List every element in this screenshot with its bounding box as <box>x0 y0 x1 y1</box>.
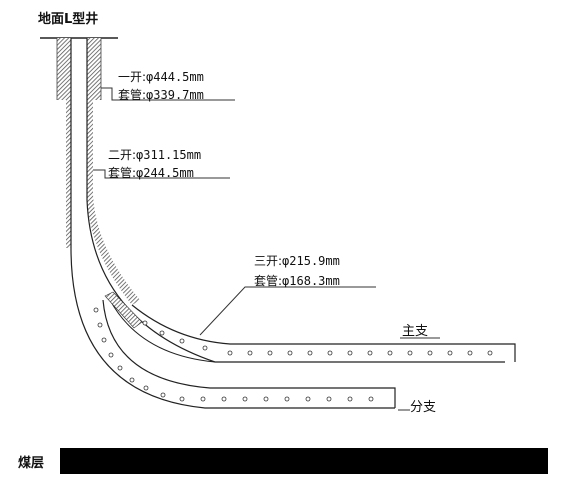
leader-stage-1 <box>101 87 235 101</box>
coal-seam-bar <box>60 448 548 474</box>
sidetrack-window <box>104 291 143 329</box>
diagram-title: 地面L型井 <box>38 12 99 27</box>
stage-3-drill: 三开:φ215.9mm <box>254 254 340 268</box>
wellbore-outer-wall <box>70 38 395 409</box>
stage-1-casing: 套管:φ339.7mm <box>118 88 204 102</box>
stage-2-drill: 二开:φ311.15mm <box>108 148 202 162</box>
coal-seam-label: 煤层 <box>18 456 45 471</box>
intermediate-cement-right <box>87 38 140 305</box>
secondary-branch-label: 分支 <box>410 400 437 415</box>
main-branch-label: 主支 <box>402 324 429 339</box>
stage-3-casing: 套管:φ168.3mm <box>254 274 340 288</box>
main-branch-lower-wall <box>109 299 216 363</box>
main-branch-perforations <box>142 320 493 356</box>
secondary-branch-upper-wall <box>102 299 396 408</box>
stage-1-drill: 一开:φ444.5mm <box>118 70 204 84</box>
leader-stage-3 <box>199 286 376 336</box>
secondary-branch-perforations <box>93 307 374 402</box>
leader-stage-2 <box>93 169 230 179</box>
main-branch-upper-wall <box>131 304 516 362</box>
surface-cement-right <box>92 38 101 100</box>
surface-cement-left <box>57 38 66 100</box>
stage-2-casing: 套管:φ244.5mm <box>108 166 194 180</box>
intermediate-cement-left <box>66 38 71 248</box>
